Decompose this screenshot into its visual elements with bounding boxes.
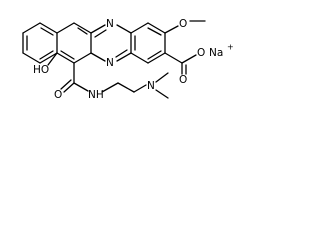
atom-o-carbonyl-ester: O (179, 74, 187, 86)
atom-o-amide: O (54, 89, 62, 101)
atom-hydroxyl: HO (33, 64, 49, 76)
bond-lines (22, 20, 206, 99)
atom-sodium: Na (209, 47, 223, 59)
atom-n-bottom: N (106, 57, 114, 69)
chemical-structure-diagram: N N O O O Na + HO O NH N (22, 18, 234, 101)
atom-n-top: N (106, 18, 114, 30)
atom-nh-amide: NH (88, 89, 104, 101)
atom-o-methoxy: O (179, 18, 187, 30)
atom-n-dimethylamine: N (147, 80, 155, 92)
atom-sodium-charge: + (227, 43, 234, 52)
atom-labels: N N O O O Na + HO O NH N (33, 18, 234, 101)
atom-o-anion: O (197, 47, 205, 59)
